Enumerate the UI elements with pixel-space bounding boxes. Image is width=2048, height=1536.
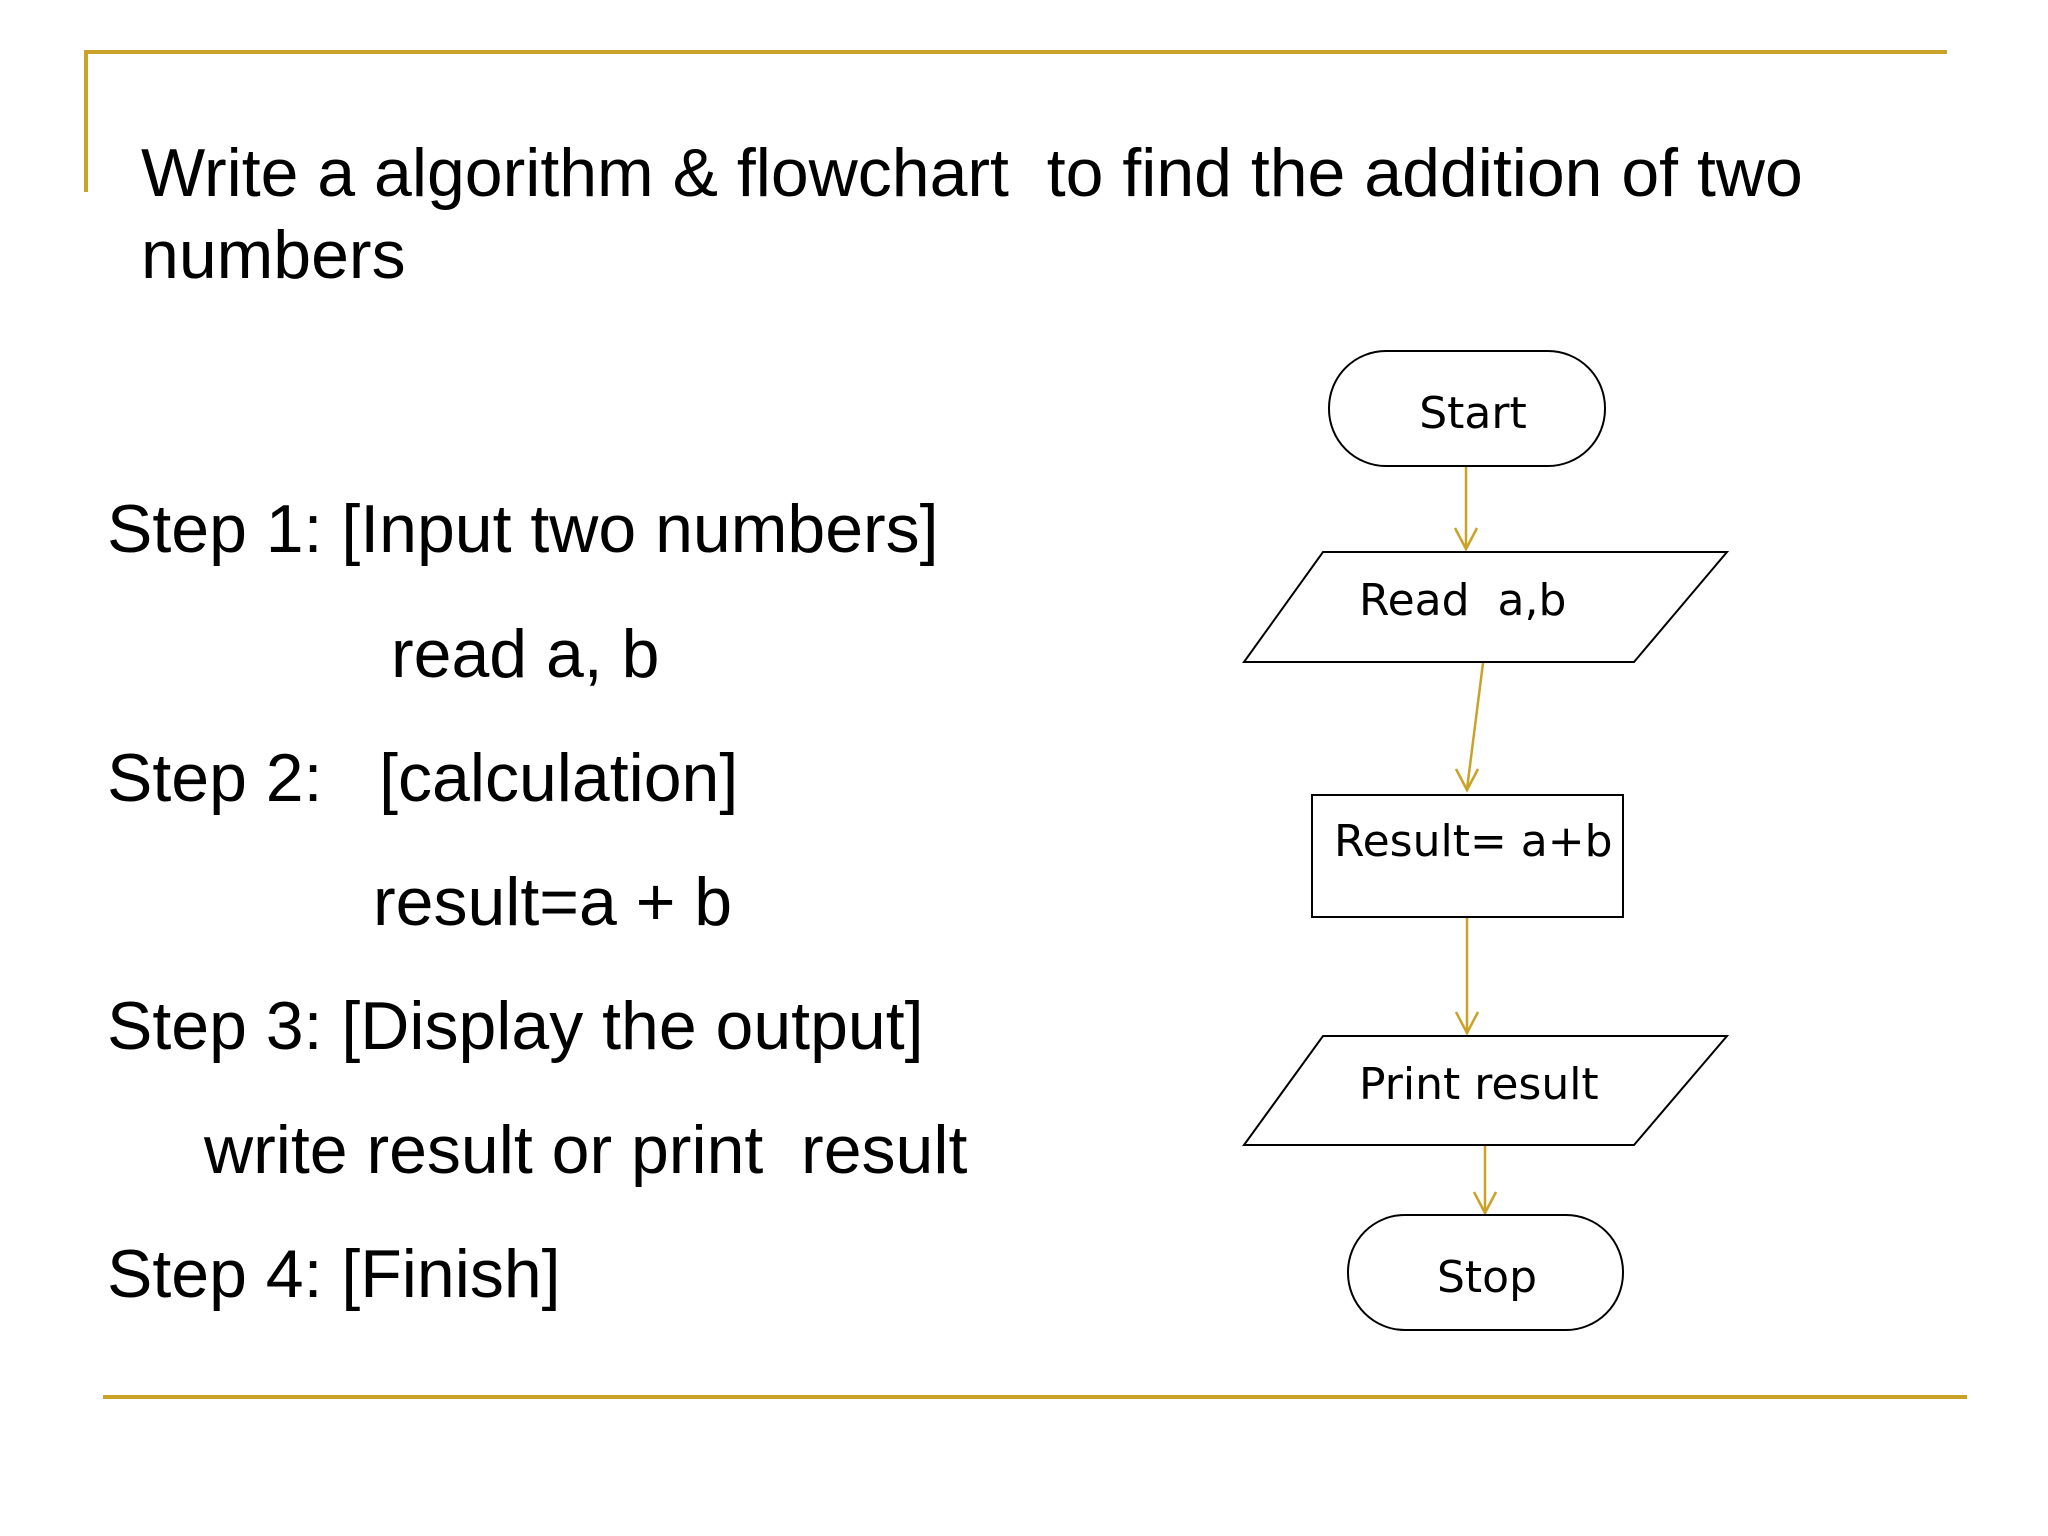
flowchart-node-calc: Result= a+b <box>1311 794 1624 918</box>
flowchart-node-print: Print result <box>1242 1035 1730 1146</box>
flowchart-edge-calc-print <box>1454 918 1480 1036</box>
flowchart-edge-start-read <box>1453 467 1479 552</box>
flowchart-node-calc-label: Result= a+b <box>1334 816 1613 867</box>
algorithm-step-2-detail: result=a + b <box>373 864 733 940</box>
top-accent-rule <box>84 50 1947 54</box>
algorithm-step-1: Step 1: [Input two numbers] <box>107 491 939 567</box>
algorithm-step-3: Step 3: [Display the output] <box>107 988 924 1064</box>
algorithm-step-3-detail: write result or print result <box>204 1112 968 1188</box>
slide-title: Write a algorithm & flowchart to find th… <box>141 135 1822 293</box>
flowchart-node-stop-label: Stop <box>1437 1252 1537 1303</box>
flowchart-edge-print-stop <box>1472 1146 1498 1216</box>
algorithm-step-1-detail: read a, b <box>391 616 660 692</box>
flowchart-node-start: Start <box>1328 350 1606 467</box>
algorithm-step-2: Step 2: [calculation] <box>107 740 739 816</box>
flowchart-node-read-label: Read a,b <box>1359 575 1566 626</box>
flowchart-edge-read-calc <box>1454 662 1485 793</box>
flowchart-node-stop: Stop <box>1347 1214 1624 1331</box>
flowchart-node-read: Read a,b <box>1242 551 1730 663</box>
bottom-accent-rule <box>103 1395 1967 1399</box>
algorithm-step-4: Step 4: [Finish] <box>107 1236 561 1312</box>
left-accent-rule <box>84 50 88 192</box>
flowchart-node-start-label: Start <box>1419 388 1527 439</box>
flowchart-node-print-label: Print result <box>1359 1059 1599 1110</box>
